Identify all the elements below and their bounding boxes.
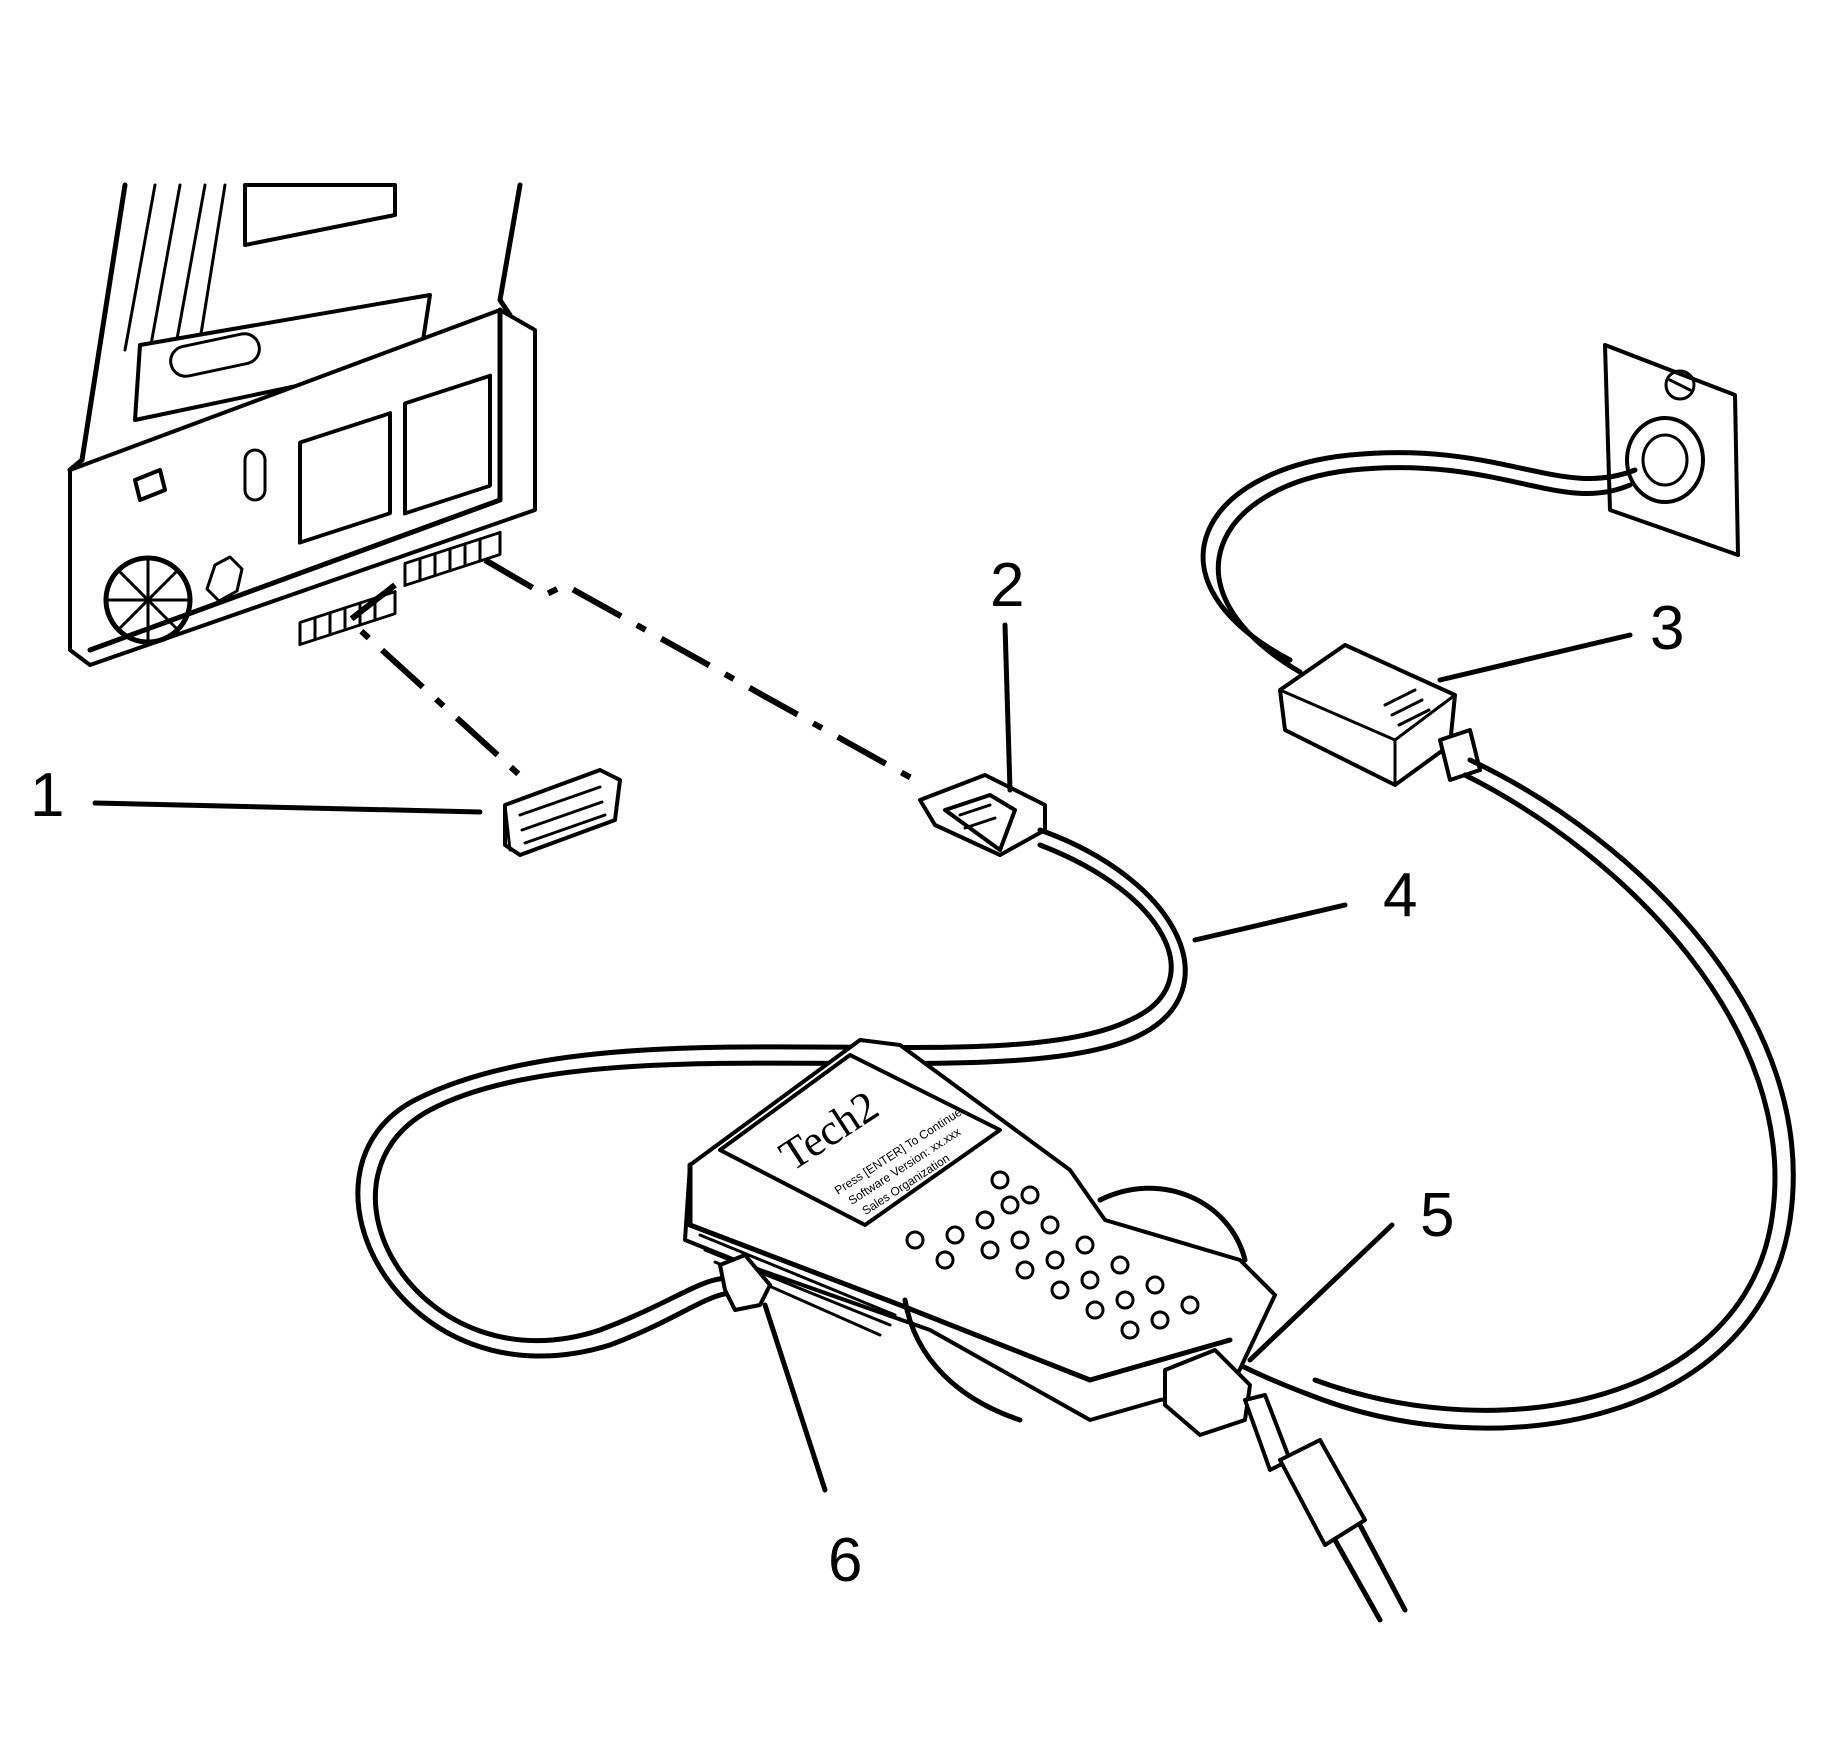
- guide-lines: [345, 557, 917, 783]
- wall-outlet: [1603, 343, 1740, 557]
- callout-6: 6: [828, 1526, 863, 1595]
- db15-adapter: [503, 768, 622, 857]
- leader-lines: [92, 622, 1633, 1493]
- computer: [67, 182, 537, 667]
- callout-4: 4: [1383, 861, 1418, 930]
- callout-3: 3: [1650, 594, 1685, 663]
- power-supply: [1278, 643, 1482, 787]
- serial-cable: [372, 827, 1188, 1344]
- dc-power-cable: [1237, 757, 1796, 1431]
- power-cord: [1200, 450, 1638, 663]
- callout-5: 5: [1420, 1181, 1455, 1250]
- db9-connector: [918, 773, 1047, 857]
- tech2-device: [683, 1038, 1408, 1623]
- callout-2: 2: [990, 551, 1025, 620]
- callout-1: 1: [30, 761, 65, 830]
